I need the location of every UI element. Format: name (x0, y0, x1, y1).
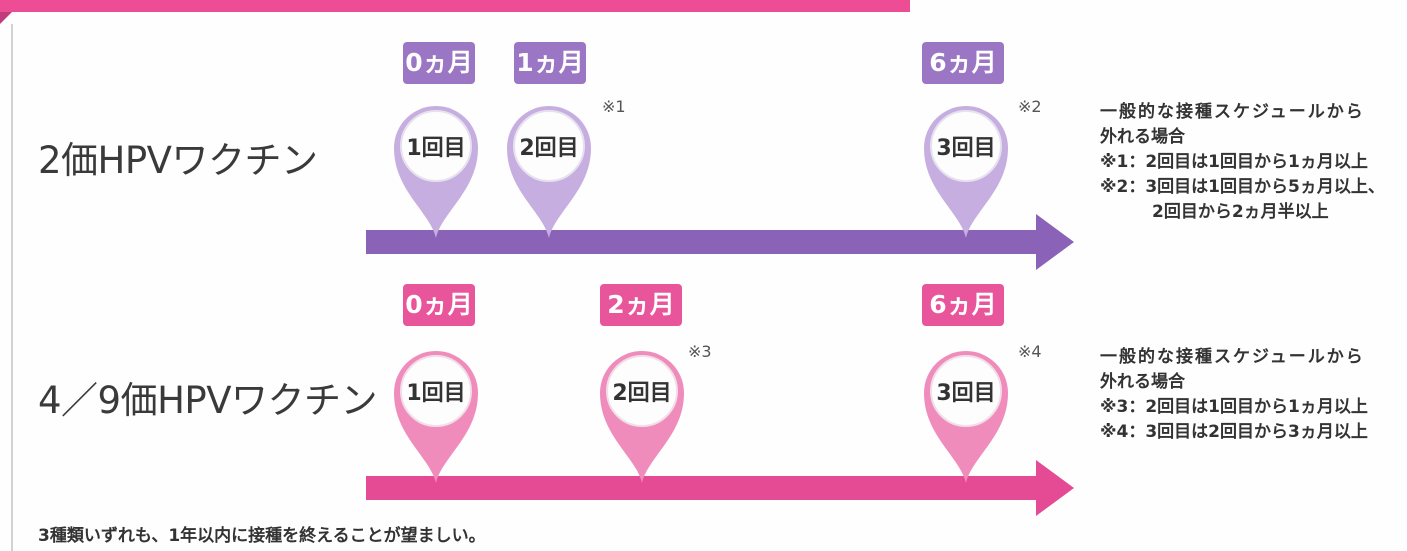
note-mark: ※2 (1018, 97, 1042, 116)
dose-label: 1回目 (406, 136, 466, 161)
note-line: ※1：2回目は1回目から1ヵ月以上 (1100, 152, 1368, 172)
month-badge: 0ヵ月 (403, 284, 475, 326)
note-line: 2回目から2ヵ月半以上 (1152, 202, 1329, 222)
header-bar (0, 0, 910, 12)
dose-pin: 1回目 (390, 345, 482, 485)
month-badge: 2ヵ月 (600, 284, 682, 326)
note-line: ※4：3回目は2回目から3ヵ月以上 (1100, 422, 1368, 442)
timeline-arrow (366, 214, 1074, 270)
dose-pin: 1回目 (390, 100, 482, 240)
dose-label: 2回目 (612, 381, 672, 406)
note-mark: ※1 (602, 97, 626, 116)
schedule-notes: 一般的な接種スケジュールから 外れる場合 ※1：2回目は1回目から1ヵ月以上 ※… (1100, 100, 1385, 225)
dose-pin: 2回目 (596, 345, 688, 485)
notes-heading: 外れる場合 (1100, 372, 1185, 392)
notes-heading: 一般的な接種スケジュールから (1100, 102, 1365, 122)
dose-label: 3回目 (936, 136, 996, 161)
month-badge: 1ヵ月 (514, 42, 586, 84)
note-line: ※3：2回目は1回目から1ヵ月以上 (1100, 397, 1368, 417)
footer-note: 3種類いずれも、1年以内に接種を終えることが望ましい。 (38, 526, 486, 546)
notes-heading: 外れる場合 (1100, 127, 1185, 147)
notes-heading: 一般的な接種スケジュールから (1100, 347, 1365, 367)
note-mark: ※4 (1018, 342, 1042, 361)
left-rule (11, 24, 13, 551)
note-mark: ※3 (688, 342, 712, 361)
month-badge: 6ヵ月 (922, 42, 1004, 84)
header-bar-fold (0, 12, 12, 24)
vaccine-title-2valent: 2価HPVワクチン (38, 139, 318, 182)
dose-label: 3回目 (936, 381, 996, 406)
note-line: ※2：3回目は1回目から5ヵ月以上、 (1100, 177, 1385, 197)
dose-pin: 3回目 (920, 100, 1012, 240)
schedule-notes: 一般的な接種スケジュールから 外れる場合 ※3：2回目は1回目から1ヵ月以上 ※… (1100, 345, 1368, 445)
dose-label: 1回目 (406, 381, 466, 406)
dose-pin: 2回目 (503, 100, 595, 240)
dose-label: 2回目 (519, 136, 579, 161)
timeline-arrow (366, 460, 1074, 516)
month-badge: 0ヵ月 (403, 42, 475, 84)
month-badge: 6ヵ月 (922, 284, 1004, 326)
dose-pin: 3回目 (920, 345, 1012, 485)
vaccine-title-4-9valent: 4／9価HPVワクチン (38, 379, 378, 422)
